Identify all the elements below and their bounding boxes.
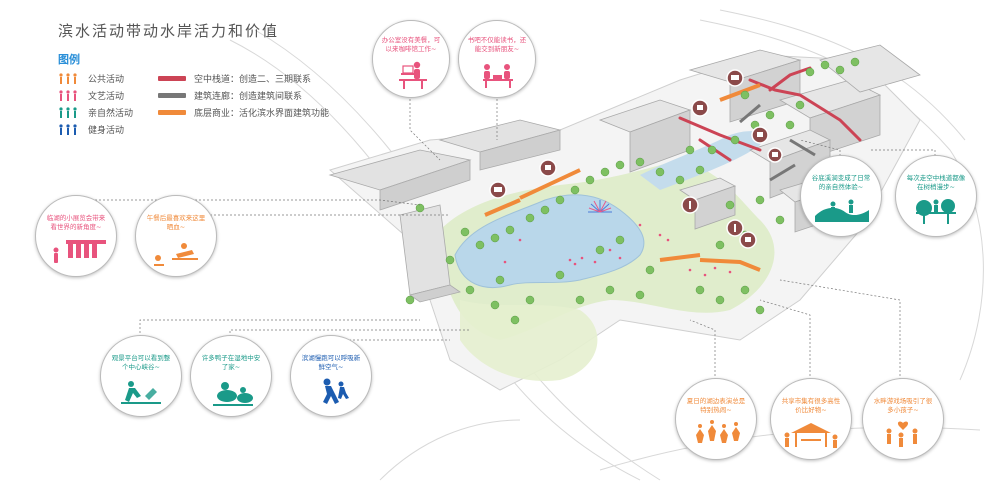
bubble-lunch-sunbathe: 午餐后最喜欢来这里晒血~ [135,195,217,277]
reading-friends-icon [483,64,513,88]
bubble-lakeside-performance: 夏日的湖边表演总是特别热闹~ [675,378,757,460]
legend-line-swatch [158,76,186,81]
stream-valley-icon [815,199,869,222]
bubble-viewpoint: 观景平台可以看到整个中心峡谷~ [100,335,182,417]
bubble-shared-market: 共享市集有很多高性价比好物~ [770,378,852,460]
legend-item-public: 公共活动 [58,72,124,85]
bubble-text: 水畔游戏场吸引了很多小孩子~ [873,396,933,414]
running-icon [323,378,349,404]
buildings-left [328,119,562,303]
legend-line-desc: 创造二、三期联系 [239,75,312,85]
laptop-work-icon [399,61,427,89]
bubble-text: 谷底溪涧变成了日常的亲自然体验~ [811,173,871,191]
bubble-text: 共享市集有很多高性价比好物~ [781,396,841,414]
legend-item-nature: 亲自然活动 [58,106,133,119]
bubble-text: 滨湖慢跑可以呼吸新鲜空气~ [301,353,361,371]
bubble-text: 夏日的湖边表演总是特别热闹~ [686,396,746,414]
legend-line-swatch [158,93,186,98]
fireworks-icon [588,200,612,213]
bubble-jogging: 滨湖慢跑可以呼吸新鲜空气~ [290,335,372,417]
ground-retail-lines [484,83,761,272]
activity-dots [503,223,732,277]
legend-item-fitness: 健身活动 [58,123,124,136]
legend-label: 公共活动 [88,75,125,85]
bubble-book-bar: 书吧不仅能读书，还能交到新朋友~ [458,20,536,98]
duck-icon [213,382,253,406]
walking-people-icon [58,72,80,85]
market-stall-icon [784,423,838,448]
diagram-title: 滨水活动带动水岸活力和价值 [58,22,280,40]
bubble-valley-stream: 谷底溪涧变成了日常的亲自然体验~ [800,155,882,237]
legend-heading: 图例 [58,53,80,66]
bubble-ducks: 许多鸭子在湿地中安了家~ [190,335,272,417]
legend-label: 亲自然活动 [88,109,134,119]
building-corridor-lines [739,103,816,182]
trees [405,57,860,325]
legend-label: 健身活动 [88,126,125,136]
bubble-text: 办公室没有美餐，可以来咖啡馆工作~ [381,36,441,54]
legend-line-swatch [158,110,186,115]
bubble-text: 许多鸭子在湿地中安了家~ [201,353,261,371]
map-pin-cafe [539,159,557,177]
legend-item-arts: 文艺活动 [58,89,124,102]
legend-item-skywalk: 空中栈道： 创造二、三期联系 [158,72,311,85]
legend-line-name: 空中栈道 [194,75,231,85]
sunbathing-icon [154,243,198,266]
bubble-text: 观景平台可以看到整个中心峡谷~ [111,353,171,371]
map-pin-dining [681,196,699,214]
legend-item-retail: 底层商业： 活化滨水界面建筑功能 [158,106,329,119]
map-pin-books [489,181,507,199]
bubble-exhibition: 临湖的小展览会带来看世界的新角度~ [35,195,117,277]
bubble-text: 每次走空中栈道都像在树梢漫步~ [906,173,966,191]
legend-line-desc: 活化滨水界面建筑功能 [239,109,330,119]
map-pin-cafe [767,147,783,163]
legend-label: 文艺活动 [88,92,125,102]
map-pin-books [726,69,744,87]
bubble-text: 临湖的小展览会带来看世界的新角度~ [46,213,106,231]
bubble-text: 午餐后最喜欢来这里晒血~ [146,213,206,231]
map-pin-cafe [739,231,757,249]
bubble-text: 书吧不仅能读书，还能交到新朋友~ [467,36,527,54]
exhibition-icon [53,240,106,263]
legend-line-name: 建筑连廊 [194,92,231,102]
viewing-platform-icon [121,381,161,404]
walking-people-icon [58,123,80,136]
map-pin-cafe [751,126,769,144]
upper-water [640,131,763,190]
kids-play-icon [886,421,918,447]
sky-walkway-lines [678,66,862,162]
legend-line-name: 底层商业 [194,109,231,119]
map-pin-dining [726,219,744,237]
treetop-walk-icon [916,199,956,224]
map-pin-cafe [691,99,709,117]
legend-item-corridor: 建筑连廊： 创造建筑间联系 [158,89,302,102]
performance-crowd-icon [696,420,740,443]
lake [454,194,645,288]
bubble-office-cafe: 办公室没有美餐，可以来咖啡馆工作~ [372,20,450,98]
landscape-green-lower [460,300,598,381]
bubble-water-play: 水畔游戏场吸引了很多小孩子~ [862,378,944,460]
legend-line-desc: 创造建筑间联系 [239,92,303,102]
walking-people-icon [58,106,80,119]
bubble-canopy-walk: 每次走空中栈道都像在树梢漫步~ [895,155,977,237]
walking-people-icon [58,89,80,102]
